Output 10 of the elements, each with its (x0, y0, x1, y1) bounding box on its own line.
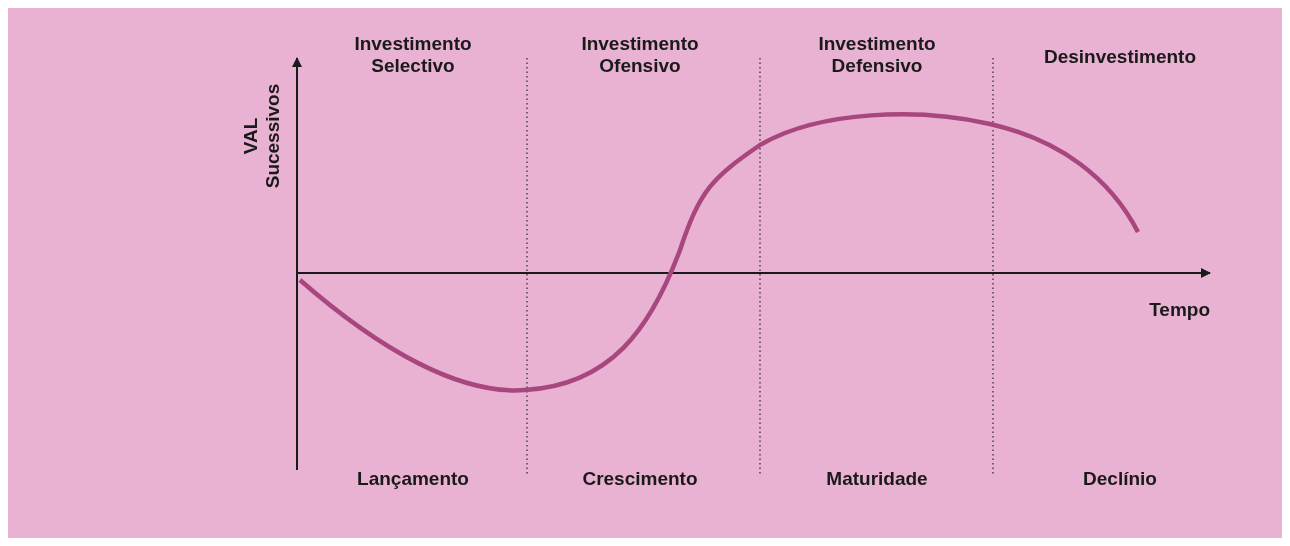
stage-label: Desinvestimento (1042, 46, 1197, 68)
stage-label: Crescimento (581, 468, 699, 490)
stage-label: Tempo (1148, 299, 1210, 321)
stage-label: Maturidade (825, 468, 929, 490)
stage-label: Lançamento (356, 468, 470, 490)
stage-label: Investimento Ofensivo (580, 33, 700, 77)
stage-label: Investimento Defensivo (817, 33, 937, 77)
axis-label: VAL Sucessivos (239, 82, 284, 191)
stage-label: Investimento Selectivo (353, 33, 473, 77)
stage-label: Declínio (1082, 468, 1158, 490)
